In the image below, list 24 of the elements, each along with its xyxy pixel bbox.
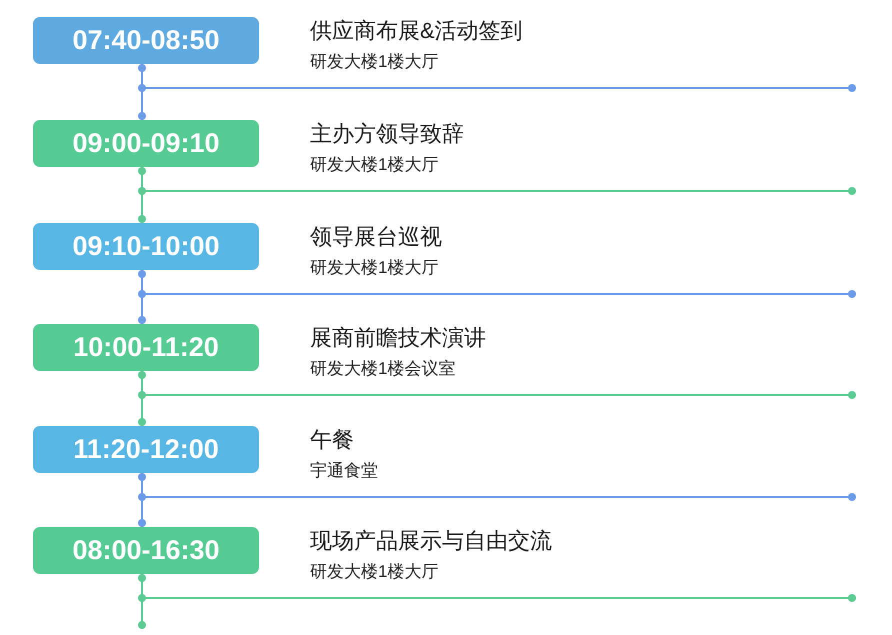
connector-line: [138, 167, 146, 223]
location-text: 研发大楼1楼会议室: [310, 359, 456, 379]
connector-line: [138, 270, 146, 324]
time-box: 11:20-12:00: [33, 426, 259, 473]
location-text: 研发大楼1楼大厅: [310, 562, 438, 582]
time-box: 10:00-11:20: [33, 324, 259, 371]
location-text: 研发大楼1楼大厅: [310, 258, 438, 278]
time-box: 08:00-16:30: [33, 527, 259, 574]
connector-line: [138, 574, 146, 629]
location-text: 宇通食堂: [310, 461, 378, 481]
session-title: 主办方领导致辞: [310, 121, 464, 147]
session-title: 午餐: [310, 427, 354, 453]
connector-line: [138, 64, 146, 120]
connector-line: [138, 371, 146, 426]
time-box: 07:40-08:50: [33, 17, 259, 64]
session-title: 领导展台巡视: [310, 224, 442, 250]
session-title: 展商前瞻技术演讲: [310, 325, 486, 351]
location-text: 研发大楼1楼大厅: [310, 155, 438, 175]
time-box: 09:10-10:00: [33, 223, 259, 270]
session-title: 现场产品展示与自由交流: [310, 528, 552, 554]
time-box: 09:00-09:10: [33, 120, 259, 167]
connector-line: [138, 473, 146, 527]
session-title: 供应商布展&活动签到: [310, 18, 523, 44]
location-text: 研发大楼1楼大厅: [310, 52, 438, 72]
